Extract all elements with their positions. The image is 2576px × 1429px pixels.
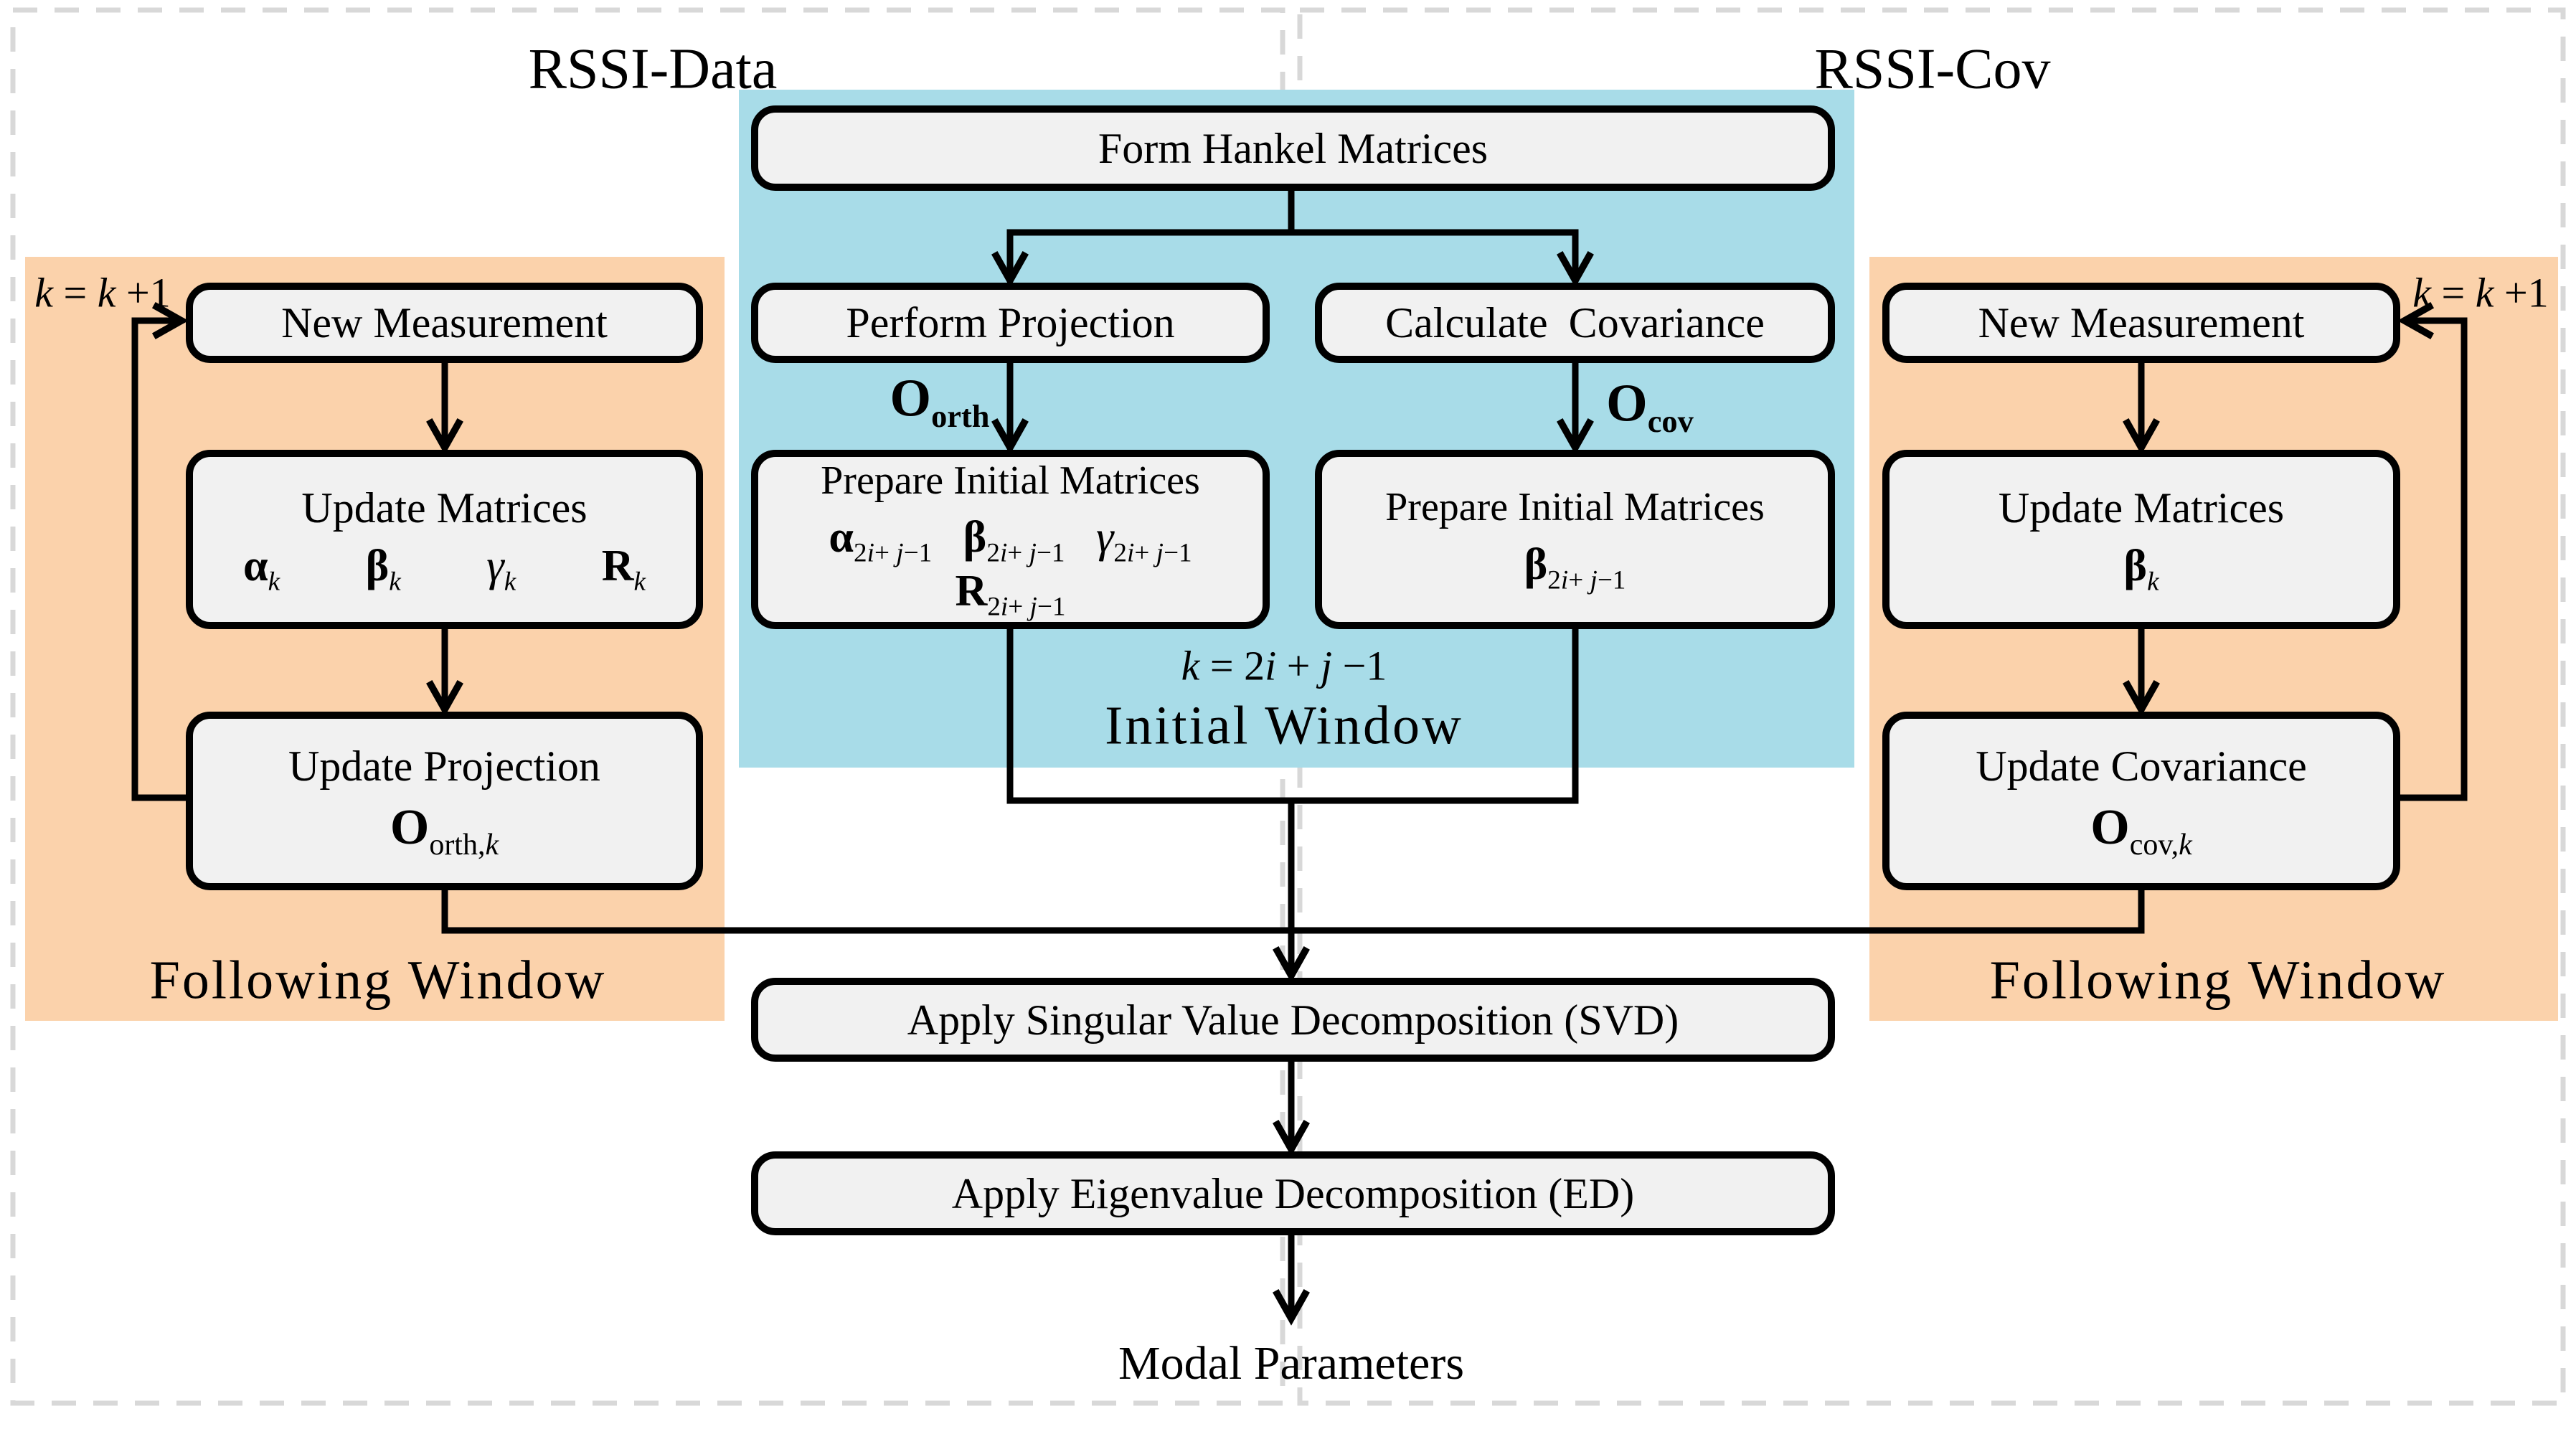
symbol-r: R2i+ j−1 <box>955 566 1066 622</box>
node-label: Form Hankel Matrices <box>1098 124 1488 172</box>
node-label: Calculate Covariance <box>1385 299 1765 346</box>
wire-loop-right <box>2395 317 2468 801</box>
symbol-alpha: α2i+ j−1 <box>829 513 933 568</box>
node-label: Update Projection <box>288 742 600 790</box>
node-label: Perform Projection <box>846 299 1175 346</box>
node-new-measurement-right: New Measurement <box>1882 283 2400 363</box>
symbol-gamma: γ2i+ j−1 <box>1095 513 1192 568</box>
node-update-covariance: Update Covariance Ocov,k <box>1882 712 2400 890</box>
node-formula: Ocov,k <box>2072 800 2211 860</box>
node-apply-ed: Apply Eigenvalue Decomposition (ED) <box>751 1151 1835 1235</box>
node-calculate-covariance: Calculate Covariance <box>1315 283 1835 363</box>
node-update-matrices-right: Update Matrices βk <box>1882 450 2400 629</box>
symbol-beta: β2i+ j−1 <box>963 513 1065 568</box>
symbol-r-k: Rk <box>601 541 646 597</box>
node-label: Prepare Initial Matrices <box>821 458 1200 503</box>
node-label: Apply Singular Value Decomposition (SVD) <box>907 996 1679 1044</box>
node-formula: βk <box>2105 542 2177 595</box>
label-following-window-left: Following Window <box>149 950 607 1011</box>
symbol-beta: β2i+ j−1 <box>1524 539 1626 595</box>
node-formula: β2i+ j−1 <box>1506 540 1645 594</box>
label-modal-parameters: Modal Parameters <box>1118 1337 1465 1390</box>
symbol-beta-k: βk <box>365 541 401 597</box>
label-o-orth: Oorth <box>890 369 990 435</box>
node-update-projection: Update Projection Oorth,k <box>186 712 703 890</box>
node-prepare-initial-matrices-left: Prepare Initial Matrices α2i+ j−1 β2i+ j… <box>751 450 1270 629</box>
node-update-matrices-left: Update Matrices αk βk γk Rk <box>186 450 703 629</box>
section-title-rssi-cov: RSSI-Cov <box>1814 37 2051 101</box>
wire-hankel-split <box>1006 184 1579 236</box>
label-k-increment-right: k = k +1 <box>2412 269 2549 316</box>
symbol-o-orth-k: Oorth,k <box>390 799 499 862</box>
dashed-frame-right <box>1297 7 2566 1406</box>
node-formula: Oorth,k <box>372 800 517 860</box>
node-perform-projection: Perform Projection <box>751 283 1270 363</box>
label-following-window-right: Following Window <box>1989 950 2447 1011</box>
node-apply-svd: Apply Singular Value Decomposition (SVD) <box>751 978 1835 1062</box>
symbol-beta-k: βk <box>2123 541 2159 597</box>
node-label: Update Matrices <box>301 484 588 532</box>
following-window-panel-left <box>25 257 725 1021</box>
node-formula: αk βk γk Rk <box>206 542 683 595</box>
following-window-panel-right <box>1869 257 2558 1021</box>
node-label: Update Covariance <box>1976 742 2307 790</box>
label-initial-window: Initial Window <box>1105 695 1463 756</box>
label-k-increment-left: k = k +1 <box>34 269 171 316</box>
node-form-hankel-matrices: Form Hankel Matrices <box>751 105 1835 191</box>
node-label: Prepare Initial Matrices <box>1385 484 1765 529</box>
node-label: New Measurement <box>281 299 608 346</box>
symbol-alpha-k: αk <box>242 541 280 597</box>
node-prepare-initial-matrices-right: Prepare Initial Matrices β2i+ j−1 <box>1315 450 1835 629</box>
initial-window-panel <box>739 90 1854 768</box>
node-label: Apply Eigenvalue Decomposition (ED) <box>951 1169 1635 1217</box>
node-label: Update Matrices <box>1998 484 2285 532</box>
symbol-gamma-k: γk <box>486 541 516 597</box>
wire-loop-left <box>131 317 192 801</box>
section-title-rssi-data: RSSI-Data <box>528 37 778 101</box>
label-k-initial-formula: k = 2i + j −1 <box>1181 642 1387 689</box>
node-label: New Measurement <box>1978 299 2305 346</box>
node-formula: α2i+ j−1 β2i+ j−1 γ2i+ j−1 R2i+ j−1 <box>758 513 1263 620</box>
symbol-o-cov-k: Ocov,k <box>2090 799 2192 862</box>
node-new-measurement-left: New Measurement <box>186 283 703 363</box>
label-o-cov: Ocov <box>1606 374 1694 440</box>
